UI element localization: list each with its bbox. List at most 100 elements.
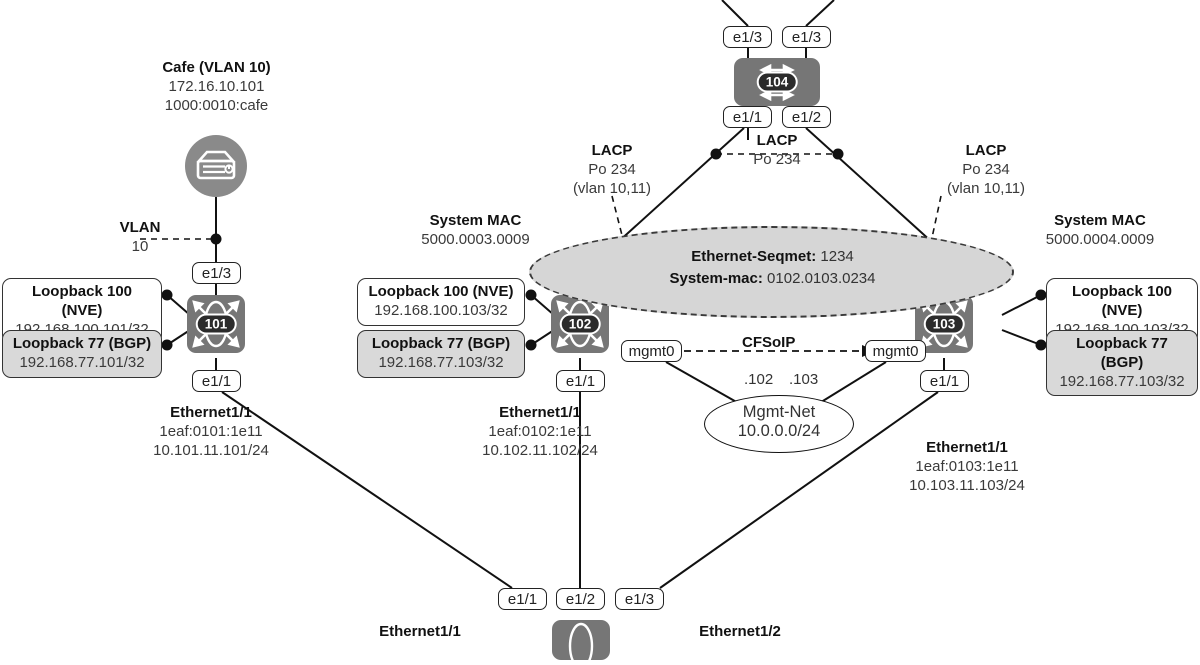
port-104-e1-2[interactable]: e1/2 bbox=[782, 106, 831, 128]
port-102-e1-1[interactable]: e1/1 bbox=[556, 370, 605, 392]
lacp-left: LACP Po 234 (vlan 10,11) bbox=[530, 141, 694, 199]
host-name: Cafe (VLAN 10) bbox=[162, 59, 271, 76]
lacp-right-vlans: (vlan 10,11) bbox=[946, 180, 1026, 198]
mgmt-ip-left: .102 bbox=[744, 371, 774, 388]
vlan-value: 10 bbox=[131, 238, 149, 256]
eseg-value: 1234 bbox=[820, 248, 854, 265]
interface-101-mac: 1eaf:0101:1e11 bbox=[159, 423, 263, 441]
interface-102-title: Ethernet1/1 bbox=[499, 404, 581, 421]
system-mac-right-label: System MAC bbox=[1054, 212, 1146, 229]
link-mgmt-right-net bbox=[817, 361, 887, 405]
interface-101-label: Ethernet1/1 1eaf:0101:1e11 10.101.11.101… bbox=[96, 403, 326, 461]
loopback-103-bgp-title: Loopback 77 (BGP) bbox=[1076, 335, 1168, 371]
device-102[interactable]: 102 bbox=[551, 295, 609, 353]
link-104-up-left bbox=[721, 0, 749, 27]
host-mac: 1000:0010:cafe bbox=[164, 97, 269, 115]
port-bottom-e1-3[interactable]: e1/3 bbox=[615, 588, 664, 610]
loopback-102-bgp-addr: 192.168.77.103/32 bbox=[378, 353, 504, 371]
l2-switch-icon bbox=[759, 63, 795, 102]
lacp-left-label: LACP bbox=[591, 142, 633, 159]
interface-102-addr: 10.102.11.102/24 bbox=[482, 442, 598, 460]
port-101-e1-3[interactable]: e1/3 bbox=[192, 262, 241, 284]
host-ip: 172.16.10.101 bbox=[168, 78, 265, 96]
interface-bottom-left-label: Ethernet1/1 bbox=[330, 622, 510, 641]
loopback-102-nve: Loopback 100 (NVE) 192.168.100.103/32 bbox=[357, 278, 525, 326]
lacp-center-label: LACP bbox=[756, 132, 798, 149]
system-mac-left-value: 5000.0003.0009 bbox=[421, 231, 530, 249]
lacp-right-label: LACP bbox=[965, 142, 1007, 159]
system-mac-right-value: 5000.0004.0009 bbox=[1045, 231, 1155, 249]
interface-103-title: Ethernet1/1 bbox=[926, 439, 1008, 456]
loopback-103-bgp-addr: 192.168.77.103/32 bbox=[1059, 372, 1185, 390]
lacp-center: LACP Po 234 bbox=[716, 131, 838, 169]
device-101-name: 101 bbox=[195, 313, 237, 335]
lacp-left-vlans: (vlan 10,11) bbox=[572, 180, 652, 198]
interface-bottom-left-title: Ethernet1/1 bbox=[379, 623, 461, 640]
loopback-103-bgp: Loopback 77 (BGP) 192.168.77.103/32 bbox=[1046, 330, 1198, 397]
loopback-101-bgp-addr: 192.168.77.101/32 bbox=[19, 353, 145, 371]
vlan-label: VLAN 10 bbox=[76, 218, 204, 256]
loopback-101-bgp: Loopback 77 (BGP) 192.168.77.101/32 bbox=[2, 330, 162, 378]
link-104-up-right bbox=[805, 0, 835, 27]
eseg-mac-label: System-mac: bbox=[669, 269, 763, 287]
lacp-left-leader bbox=[611, 195, 626, 248]
lacp-center-po: Po 234 bbox=[753, 151, 801, 169]
port-mgmt0-right[interactable]: mgmt0 bbox=[865, 340, 926, 362]
port-101-e1-1[interactable]: e1/1 bbox=[192, 370, 241, 392]
lacp-right-po: Po 234 bbox=[962, 161, 1010, 179]
server-glyph bbox=[196, 150, 236, 180]
port-mgmt0-left[interactable]: mgmt0 bbox=[621, 340, 682, 362]
interface-103-mac: 1eaf:0103:1e11 bbox=[915, 458, 1019, 476]
device-101[interactable]: 101 bbox=[187, 295, 245, 353]
lacp-right: LACP Po 234 (vlan 10,11) bbox=[904, 141, 1068, 199]
ethernet-segment-text: Ethernet-Seqmet: 1234 System-mac: 0102.0… bbox=[640, 246, 905, 290]
system-mac-right: System MAC 5000.0004.0009 bbox=[1000, 211, 1200, 249]
mgmt-ip-right: .103 bbox=[789, 371, 819, 388]
loopback-leaders bbox=[166, 294, 1042, 346]
mgmt-net-name: Mgmt-Net bbox=[742, 403, 816, 421]
device-104[interactable]: 104 bbox=[734, 58, 820, 106]
loopback-101-bgp-title: Loopback 77 (BGP) bbox=[12, 335, 152, 352]
system-mac-left: System MAC 5000.0003.0009 bbox=[368, 211, 583, 249]
device-104-name: 104 bbox=[756, 71, 798, 93]
port-104-e1-3b[interactable]: e1/3 bbox=[782, 26, 831, 48]
lacp-left-po: Po 234 bbox=[588, 161, 636, 179]
server-icon bbox=[185, 135, 247, 197]
eseg-mac-value: 0102.0103.0234 bbox=[767, 269, 876, 287]
cfsoip-label: CFSoIP bbox=[742, 334, 796, 351]
interface-102-label: Ethernet1/1 1eaf:0102:1e11 10.102.11.102… bbox=[425, 403, 655, 461]
eseg-label: Ethernet-Seqmet: bbox=[691, 248, 817, 265]
mgmt-net-subnet: 10.0.0.0/24 bbox=[737, 421, 821, 440]
router-icon bbox=[568, 622, 594, 665]
loopback-102-bgp-title: Loopback 77 (BGP) bbox=[371, 335, 511, 352]
interface-101-title: Ethernet1/1 bbox=[170, 404, 252, 421]
router-icon bbox=[192, 300, 240, 348]
ethernet-segment-ellipse bbox=[529, 226, 1014, 318]
link-103-bottom bbox=[659, 391, 939, 589]
interface-103-addr: 10.103.11.103/24 bbox=[909, 477, 1025, 495]
interface-101-addr: 10.101.11.101/24 bbox=[153, 442, 269, 460]
host-label: Cafe (VLAN 10) 172.16.10.101 1000:0010:c… bbox=[104, 58, 329, 116]
device-102-name: 102 bbox=[559, 313, 601, 335]
device-bottom[interactable] bbox=[552, 620, 610, 665]
link-101-bottom bbox=[221, 391, 513, 589]
link-mgmt-left-net bbox=[665, 361, 741, 405]
interface-102-mac: 1eaf:0102:1e11 bbox=[488, 423, 592, 441]
port-bottom-e1-1[interactable]: e1/1 bbox=[498, 588, 547, 610]
interface-bottom-right-label: Ethernet1/2 bbox=[650, 622, 830, 641]
port-104-e1-1[interactable]: e1/1 bbox=[723, 106, 772, 128]
interface-103-label: Ethernet1/1 1eaf:0103:1e11 10.103.11.103… bbox=[852, 438, 1082, 496]
port-bottom-e1-2[interactable]: e1/2 bbox=[556, 588, 605, 610]
lacp-right-leader bbox=[929, 195, 942, 248]
device-103-name: 103 bbox=[923, 313, 965, 335]
loopback-102-bgp: Loopback 77 (BGP) 192.168.77.103/32 bbox=[357, 330, 525, 378]
port-103-e1-1[interactable]: e1/1 bbox=[920, 370, 969, 392]
loopback-103-nve-title: Loopback 100 (NVE) bbox=[1071, 283, 1173, 319]
interface-bottom-right-title: Ethernet1/2 bbox=[699, 623, 781, 640]
system-mac-left-label: System MAC bbox=[429, 212, 522, 229]
port-104-e1-3a[interactable]: e1/3 bbox=[723, 26, 772, 48]
vlan-label-text: VLAN bbox=[119, 219, 161, 236]
loopback-102-nve-title: Loopback 100 (NVE) bbox=[368, 283, 514, 300]
loopback-102-nve-addr: 192.168.100.103/32 bbox=[374, 301, 508, 319]
